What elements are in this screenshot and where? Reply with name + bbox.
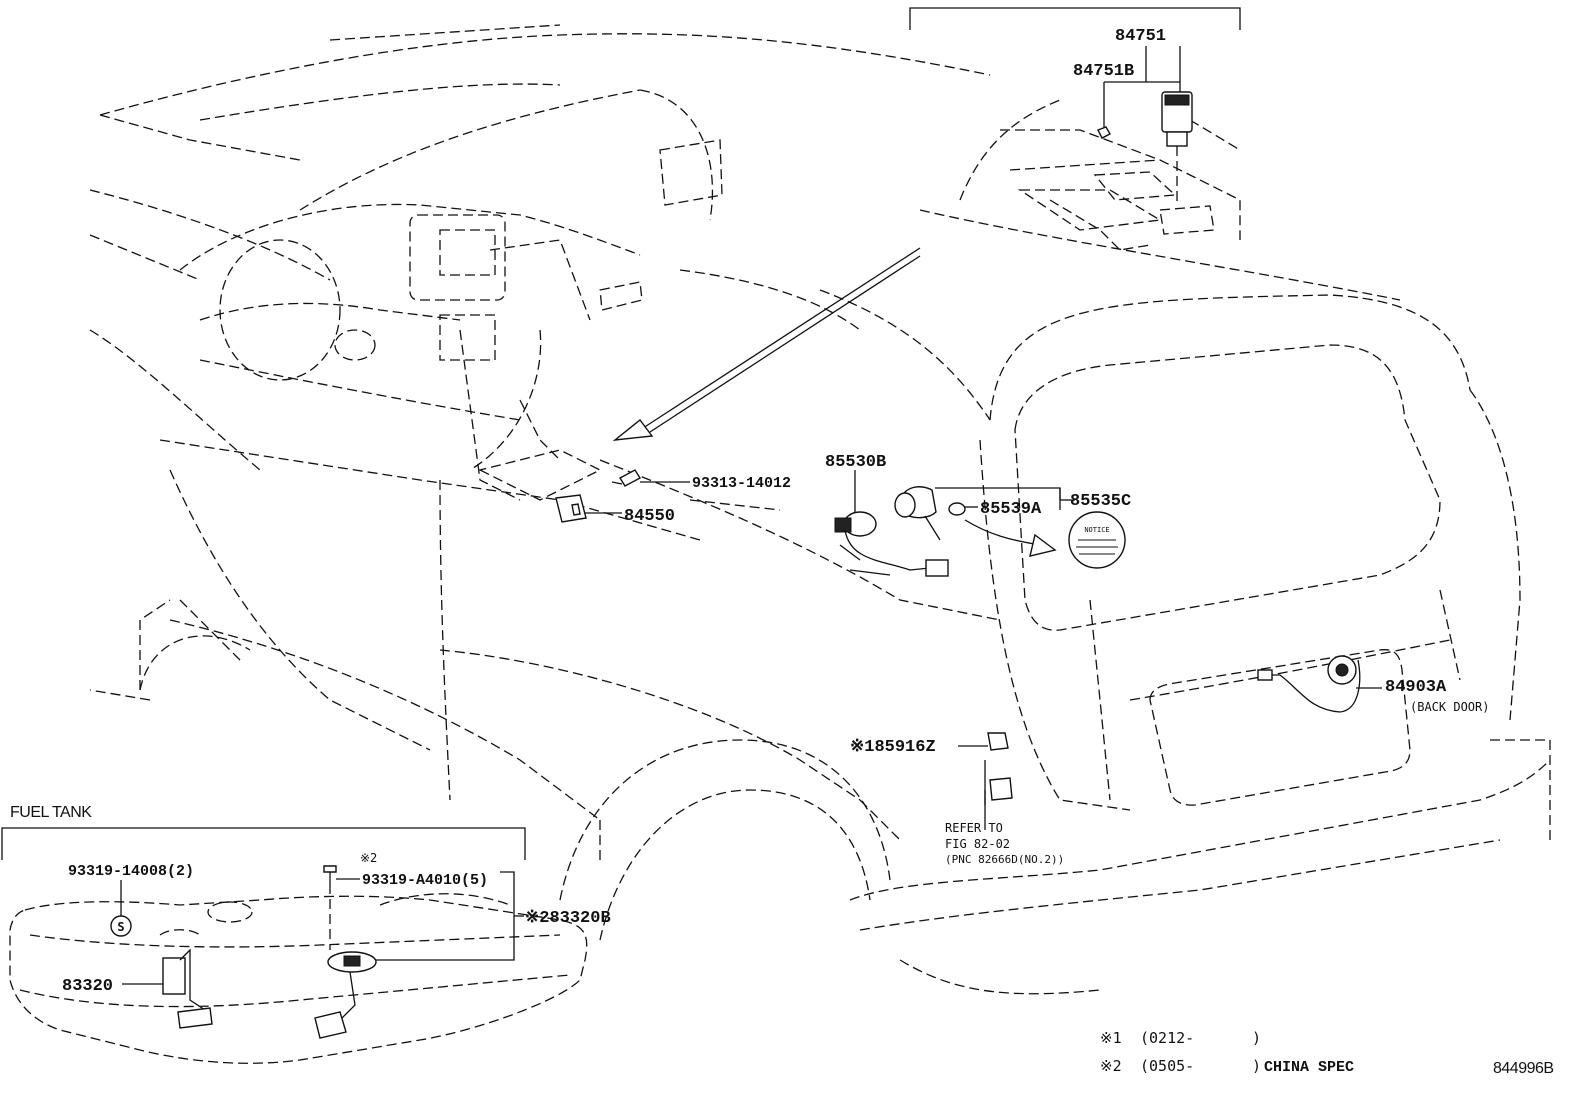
footnote-1-mark: ※1 bbox=[1100, 1029, 1122, 1047]
svg-text:S: S bbox=[117, 920, 124, 934]
label-93313-14012: 93313-14012 bbox=[692, 475, 791, 492]
footnote-2-text: (0505- bbox=[1140, 1057, 1194, 1075]
callout-arrow bbox=[612, 247, 921, 441]
label-83320: 83320 bbox=[62, 977, 113, 996]
screw-93313 bbox=[611, 469, 641, 487]
switch-84550 bbox=[555, 494, 587, 523]
figure-code: 844996B bbox=[1493, 1060, 1554, 1077]
switch-84751 bbox=[1097, 91, 1193, 205]
label-84751B: 84751B bbox=[1073, 62, 1134, 81]
refer-line-2: FIG 82-02 bbox=[945, 837, 1010, 851]
label-84903A: 84903A bbox=[1385, 678, 1447, 697]
label-back-door: (BACK DOOR) bbox=[1410, 700, 1489, 714]
footnote-1-close: ) bbox=[1252, 1029, 1261, 1047]
label-85916Z: ※185916Z bbox=[850, 738, 936, 757]
socket-85530B bbox=[834, 511, 949, 577]
notice-text: NOTICE bbox=[1084, 526, 1109, 534]
section-label-fuel-tank: FUEL TANK bbox=[10, 804, 92, 821]
leader-lines bbox=[585, 46, 1382, 747]
refer-line-3: (PNC 82666D(NO.2)) bbox=[945, 853, 1064, 866]
fuel-tank-inset: S bbox=[1, 827, 588, 1064]
label-85530B: 85530B bbox=[825, 453, 886, 472]
label-85535C: 85535C bbox=[1070, 492, 1131, 511]
refer-line-1: REFER TO bbox=[945, 821, 1003, 835]
label-83320B: ※283320B bbox=[525, 909, 611, 928]
footnote-2-mark: ※2 bbox=[1100, 1057, 1122, 1075]
footnote-1-text: (0212- bbox=[1140, 1029, 1194, 1047]
label-84751: 84751 bbox=[1115, 27, 1166, 46]
footnote-2-close: ) bbox=[1252, 1057, 1261, 1075]
relay-85916Z bbox=[984, 732, 1013, 830]
mark-93319-A4010: ※2 bbox=[360, 851, 377, 865]
label-84550: 84550 bbox=[624, 507, 675, 526]
notice-label: NOTICE bbox=[1068, 511, 1126, 569]
label-93319-14008: 93319-14008(2) bbox=[68, 863, 194, 880]
label-85539A: 85539A bbox=[980, 500, 1042, 519]
footnote-2-note: CHINA SPEC bbox=[1264, 1059, 1354, 1076]
inset-frame bbox=[909, 7, 1241, 30]
switch-84903A bbox=[1257, 655, 1361, 713]
label-93319-A4010: 93319-A4010(5) bbox=[362, 872, 488, 889]
lighter-85535C bbox=[894, 486, 1057, 557]
vehicle-outline bbox=[89, 24, 1551, 995]
